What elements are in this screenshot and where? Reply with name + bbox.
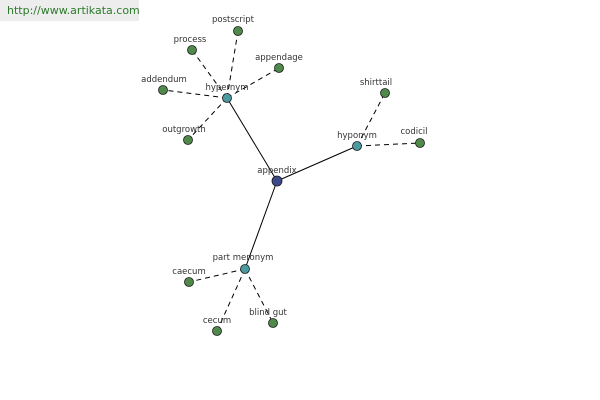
edge-appendix-hyponym: [276, 145, 358, 182]
label-postscript[interactable]: postscript: [212, 15, 255, 25]
node-shirttail[interactable]: [380, 88, 390, 98]
edge-part-meronym-caecum: [188, 268, 246, 283]
node-part-meronym[interactable]: [240, 264, 250, 274]
node-addendum[interactable]: [158, 85, 168, 95]
edge-appendix-part-meronym: [244, 180, 278, 270]
site-url-link[interactable]: http://www.artikata.com: [0, 0, 140, 21]
node-caecum[interactable]: [184, 277, 194, 287]
label-blind-gut[interactable]: blind gut: [249, 308, 287, 318]
node-appendage[interactable]: [274, 63, 284, 73]
node-process[interactable]: [187, 45, 197, 55]
edge-hypernym-addendum: [162, 89, 228, 99]
node-cecum[interactable]: [212, 326, 222, 336]
node-hypernym[interactable]: [222, 93, 232, 103]
label-outgrowth[interactable]: outgrowth: [162, 125, 206, 135]
edge-part-meronym-cecum: [216, 268, 246, 332]
label-addendum[interactable]: addendum: [141, 75, 187, 85]
edge-hypernym-process: [191, 49, 228, 99]
edge-hyponym-shirttail: [356, 92, 386, 147]
node-hyponym[interactable]: [352, 141, 362, 151]
label-shirttail[interactable]: shirttail: [360, 78, 392, 88]
edge-part-meronym-blind-gut: [244, 268, 274, 324]
label-codicil[interactable]: codicil: [400, 127, 427, 137]
label-appendage[interactable]: appendage: [255, 53, 303, 63]
edge-hypernym-outgrowth: [187, 97, 228, 141]
label-process[interactable]: process: [174, 35, 207, 45]
node-postscript[interactable]: [233, 26, 243, 36]
node-blind-gut[interactable]: [268, 318, 278, 328]
graph-nodes: [158, 26, 425, 336]
label-caecum[interactable]: caecum: [172, 267, 205, 277]
edge-hypernym-postscript: [226, 30, 239, 99]
node-codicil[interactable]: [415, 138, 425, 148]
label-cecum[interactable]: cecum: [203, 316, 231, 326]
label-hyponym[interactable]: hyponym: [337, 131, 377, 141]
edge-appendix-hypernym: [226, 97, 278, 182]
graph-labels: postscript process appendage addendum outgro…: [141, 15, 427, 326]
edge-hyponym-codicil: [356, 142, 421, 147]
label-hypernym[interactable]: hypernym: [205, 83, 248, 93]
node-appendix[interactable]: [271, 175, 283, 187]
label-appendix[interactable]: appendix: [257, 166, 296, 176]
node-outgrowth[interactable]: [183, 135, 193, 145]
edge-hypernym-appendage: [226, 67, 280, 99]
graph-edges: [162, 30, 421, 332]
label-part-meronym[interactable]: part meronym: [213, 253, 274, 263]
